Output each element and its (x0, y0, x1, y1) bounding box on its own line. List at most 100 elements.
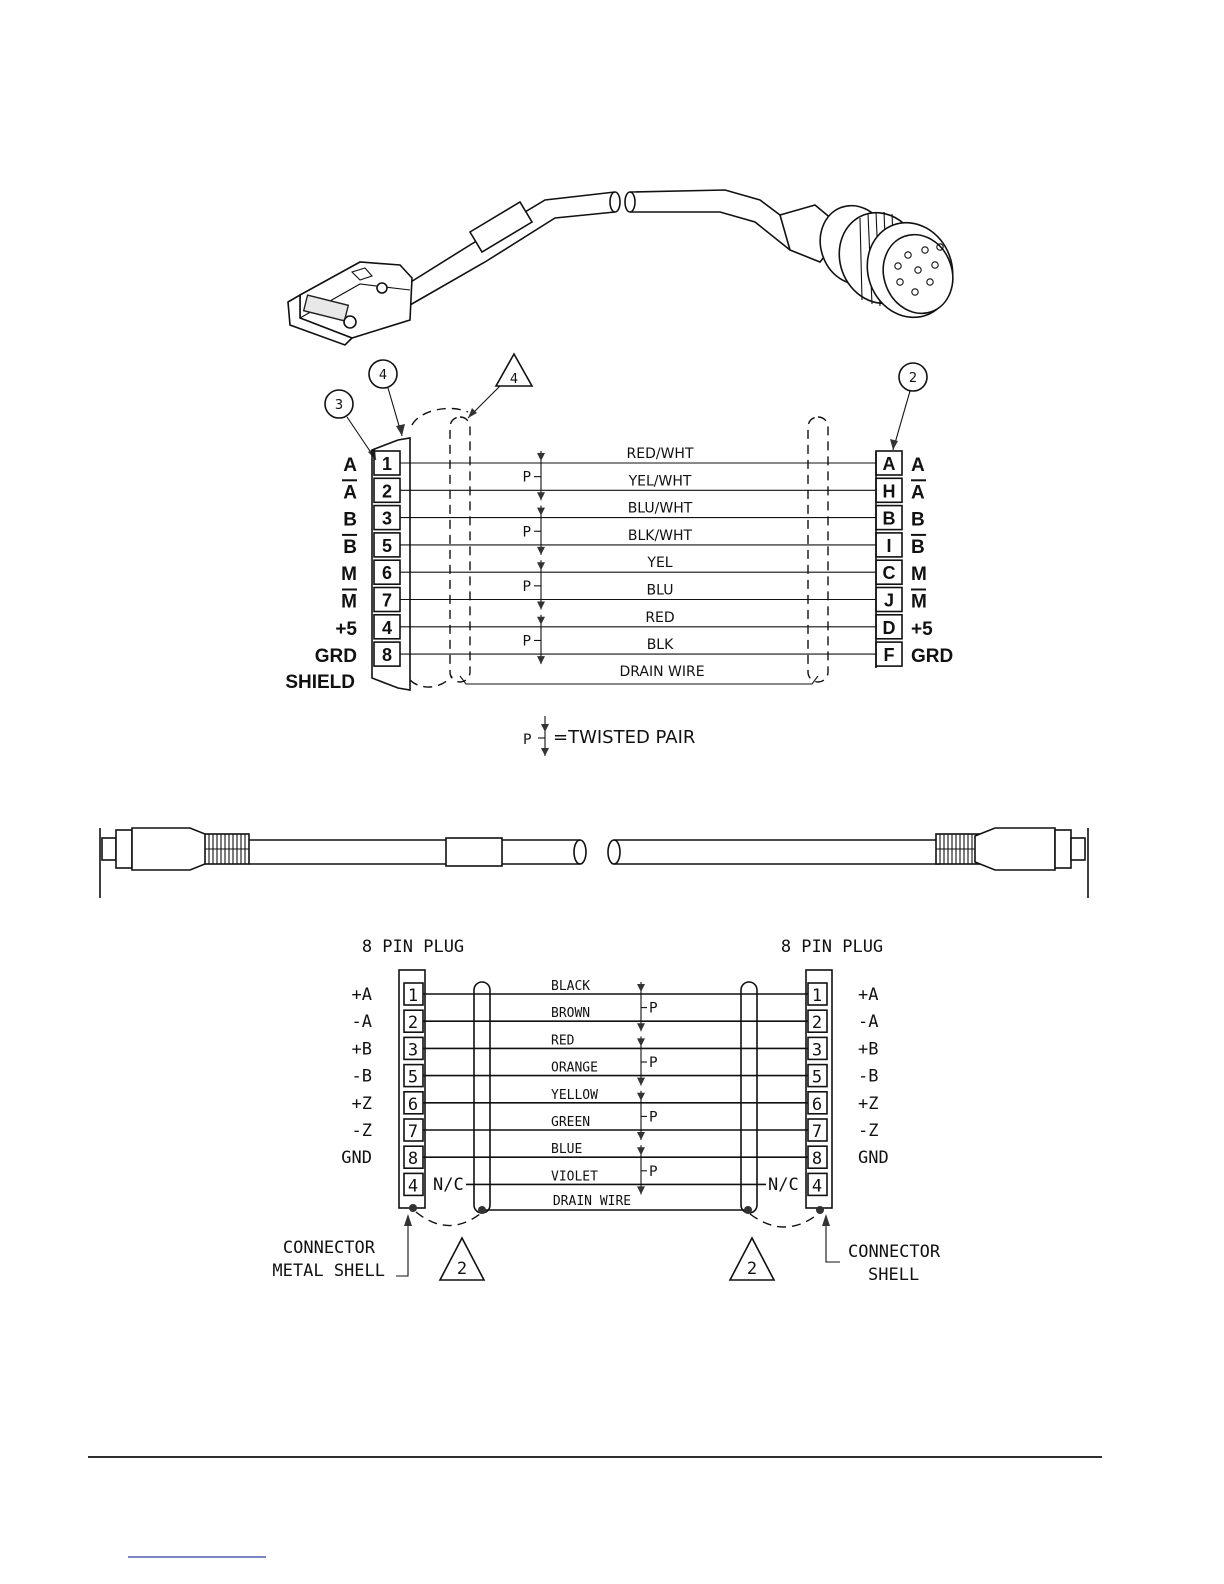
top-right-pin-B: B (883, 509, 896, 529)
top-wire-label-3: BLK/WHT (628, 528, 693, 544)
callout-circle-2-text: 2 (909, 371, 917, 386)
bottom-left-signal-0: +A (352, 985, 372, 1005)
bottom-right-signal-6: GND (858, 1148, 889, 1168)
top-left-pin-1: 1 (382, 454, 392, 474)
bottom-wire-label-0: BLACK (551, 979, 590, 994)
bottom-left-signal-6: GND (341, 1148, 372, 1168)
top-twisted-pair-1: P (523, 505, 545, 555)
top-left-signal-6: +5 (335, 619, 357, 640)
bottom-wire-label-5: GREEN (551, 1115, 590, 1130)
top-wire-label-5: BLU (647, 583, 674, 599)
bottom-left-pin-8: 8 (408, 1149, 418, 1169)
top-drain-label: DRAIN WIRE (619, 664, 704, 680)
bottom-left-pin-1: 1 (408, 986, 418, 1006)
left-shell-dot (409, 1204, 417, 1212)
left-shell-link (415, 1211, 481, 1227)
bottom-right-signal-2: +B (858, 1039, 878, 1059)
top-wire-label-4: YEL (646, 555, 672, 571)
shield-right-tube (807, 416, 829, 683)
bottom-left-pin-2: 2 (408, 1013, 418, 1033)
bottom-right-signal-4: +Z (858, 1094, 878, 1114)
triangle-right-text: 2 (747, 1259, 757, 1279)
top-twisted-pair-1-label: P (523, 524, 531, 540)
bottom-drain-label: DRAIN WIRE (553, 1194, 631, 1209)
top-twisted-pair-3: P (523, 614, 545, 665)
right-plug-title: 8 PIN PLUG (781, 937, 883, 957)
top-left-signal-4: M (341, 564, 357, 585)
top-left-pin-5: 5 (382, 536, 392, 556)
bottom-left-pin-box (403, 1172, 424, 1197)
callout-triangle-4-text: 4 (510, 372, 518, 387)
bottom-wire-label-2: RED (551, 1033, 575, 1048)
bottom-right-signal-3: -B (858, 1067, 878, 1087)
top-left-signal-2: B (343, 510, 357, 531)
bottom-shield-left (473, 981, 491, 1214)
bottom-right-signal-5: -Z (858, 1121, 878, 1141)
triangle-left-text: 2 (457, 1259, 467, 1279)
bottom-right-pin-4: 4 (812, 1176, 822, 1196)
top-left-pin-2: 2 (382, 481, 392, 501)
bottom-right-pin-6: 6 (812, 1095, 822, 1115)
bottom-right-signal-0: +A (858, 985, 878, 1005)
top-right-pin-A: A (883, 454, 896, 474)
bottom-right-pin-3: 3 (812, 1040, 822, 1060)
nc-left-label: N/C (433, 1175, 464, 1195)
bottom-left-signal-1: -A (352, 1012, 372, 1032)
top-twisted-pair-3-label: P (523, 633, 531, 649)
legend-p-symbol: P (523, 732, 531, 748)
shield-dash-top (411, 407, 469, 426)
top-left-signal-0: A (343, 455, 357, 476)
cable-band-left (468, 200, 534, 254)
top-left-pin-6: 6 (382, 563, 392, 583)
right-drain-dot (744, 1206, 752, 1214)
top-right-signal-4: M (911, 564, 927, 585)
top-left-pin-8: 8 (382, 645, 392, 665)
bottom-twisted-pair-2-label: P (649, 1109, 657, 1125)
top-wire-label-2: BLU/WHT (628, 501, 693, 517)
top-right-signal-7: GRD (911, 646, 953, 667)
top-twisted-pair-0: P (523, 451, 545, 501)
top-left-signal-7: GRD (315, 646, 357, 667)
callout-triangle-4 (494, 352, 534, 387)
top-wire-label-0: RED/WHT (627, 446, 694, 462)
right-note-line1: CONNECTOR (848, 1242, 941, 1262)
bottom-twisted-pair-0-label: P (649, 1001, 657, 1017)
top-right-signal-2: B (911, 510, 925, 531)
callout-circle-3 (324, 389, 354, 419)
bottom-twisted-pair-1-label: P (649, 1055, 657, 1071)
top-right-pin-H: H (883, 481, 896, 501)
top-wire-label-1: YEL/WHT (628, 473, 692, 489)
bottom-twisted-pair-0: P (637, 982, 657, 1032)
top-right-pin-F: F (884, 645, 895, 665)
left-note-line2: METAL SHELL (272, 1261, 385, 1281)
top-twisted-pair-2-label: P (523, 579, 531, 595)
bottom-left-pin-4: 4 (408, 1176, 418, 1196)
shield-dash-bottom (409, 675, 453, 688)
bottom-left-signal-2: +B (352, 1039, 372, 1059)
bottom-left-pin-3: 3 (408, 1040, 418, 1060)
top-drain-wire (459, 675, 819, 685)
left-drain-dot (478, 1206, 486, 1214)
bottom-left-signal-5: -Z (352, 1121, 372, 1141)
bottom-left-signal-4: +Z (352, 1094, 372, 1114)
top-cable-illustration (287, 189, 954, 346)
bottom-wire-label-6: BLUE (551, 1142, 582, 1157)
bottom-twisted-pair-3-label: P (649, 1164, 657, 1180)
triangle-left (438, 1236, 486, 1281)
bottom-right-pin-8: 8 (812, 1149, 822, 1169)
callout-circle-3-text: 3 (335, 398, 343, 413)
top-left-pin-7: 7 (382, 591, 392, 611)
callout-circle-2 (898, 362, 928, 392)
db9-connector (287, 261, 413, 346)
bottom-right-pin-5: 5 (812, 1068, 822, 1088)
top-left-pin-4: 4 (382, 618, 392, 638)
top-wire-label-7: BLK (647, 637, 674, 653)
top-left-signal-5: M (341, 592, 357, 613)
callout-circle-4-text: 4 (379, 368, 387, 383)
triangle-right (728, 1236, 776, 1281)
bottom-twisted-pair-3: P (637, 1145, 657, 1195)
bottom-right-signal-1: -A (858, 1012, 878, 1032)
left-plug-title: 8 PIN PLUG (362, 937, 464, 957)
legend-text: =TWISTED PAIR (553, 727, 695, 748)
